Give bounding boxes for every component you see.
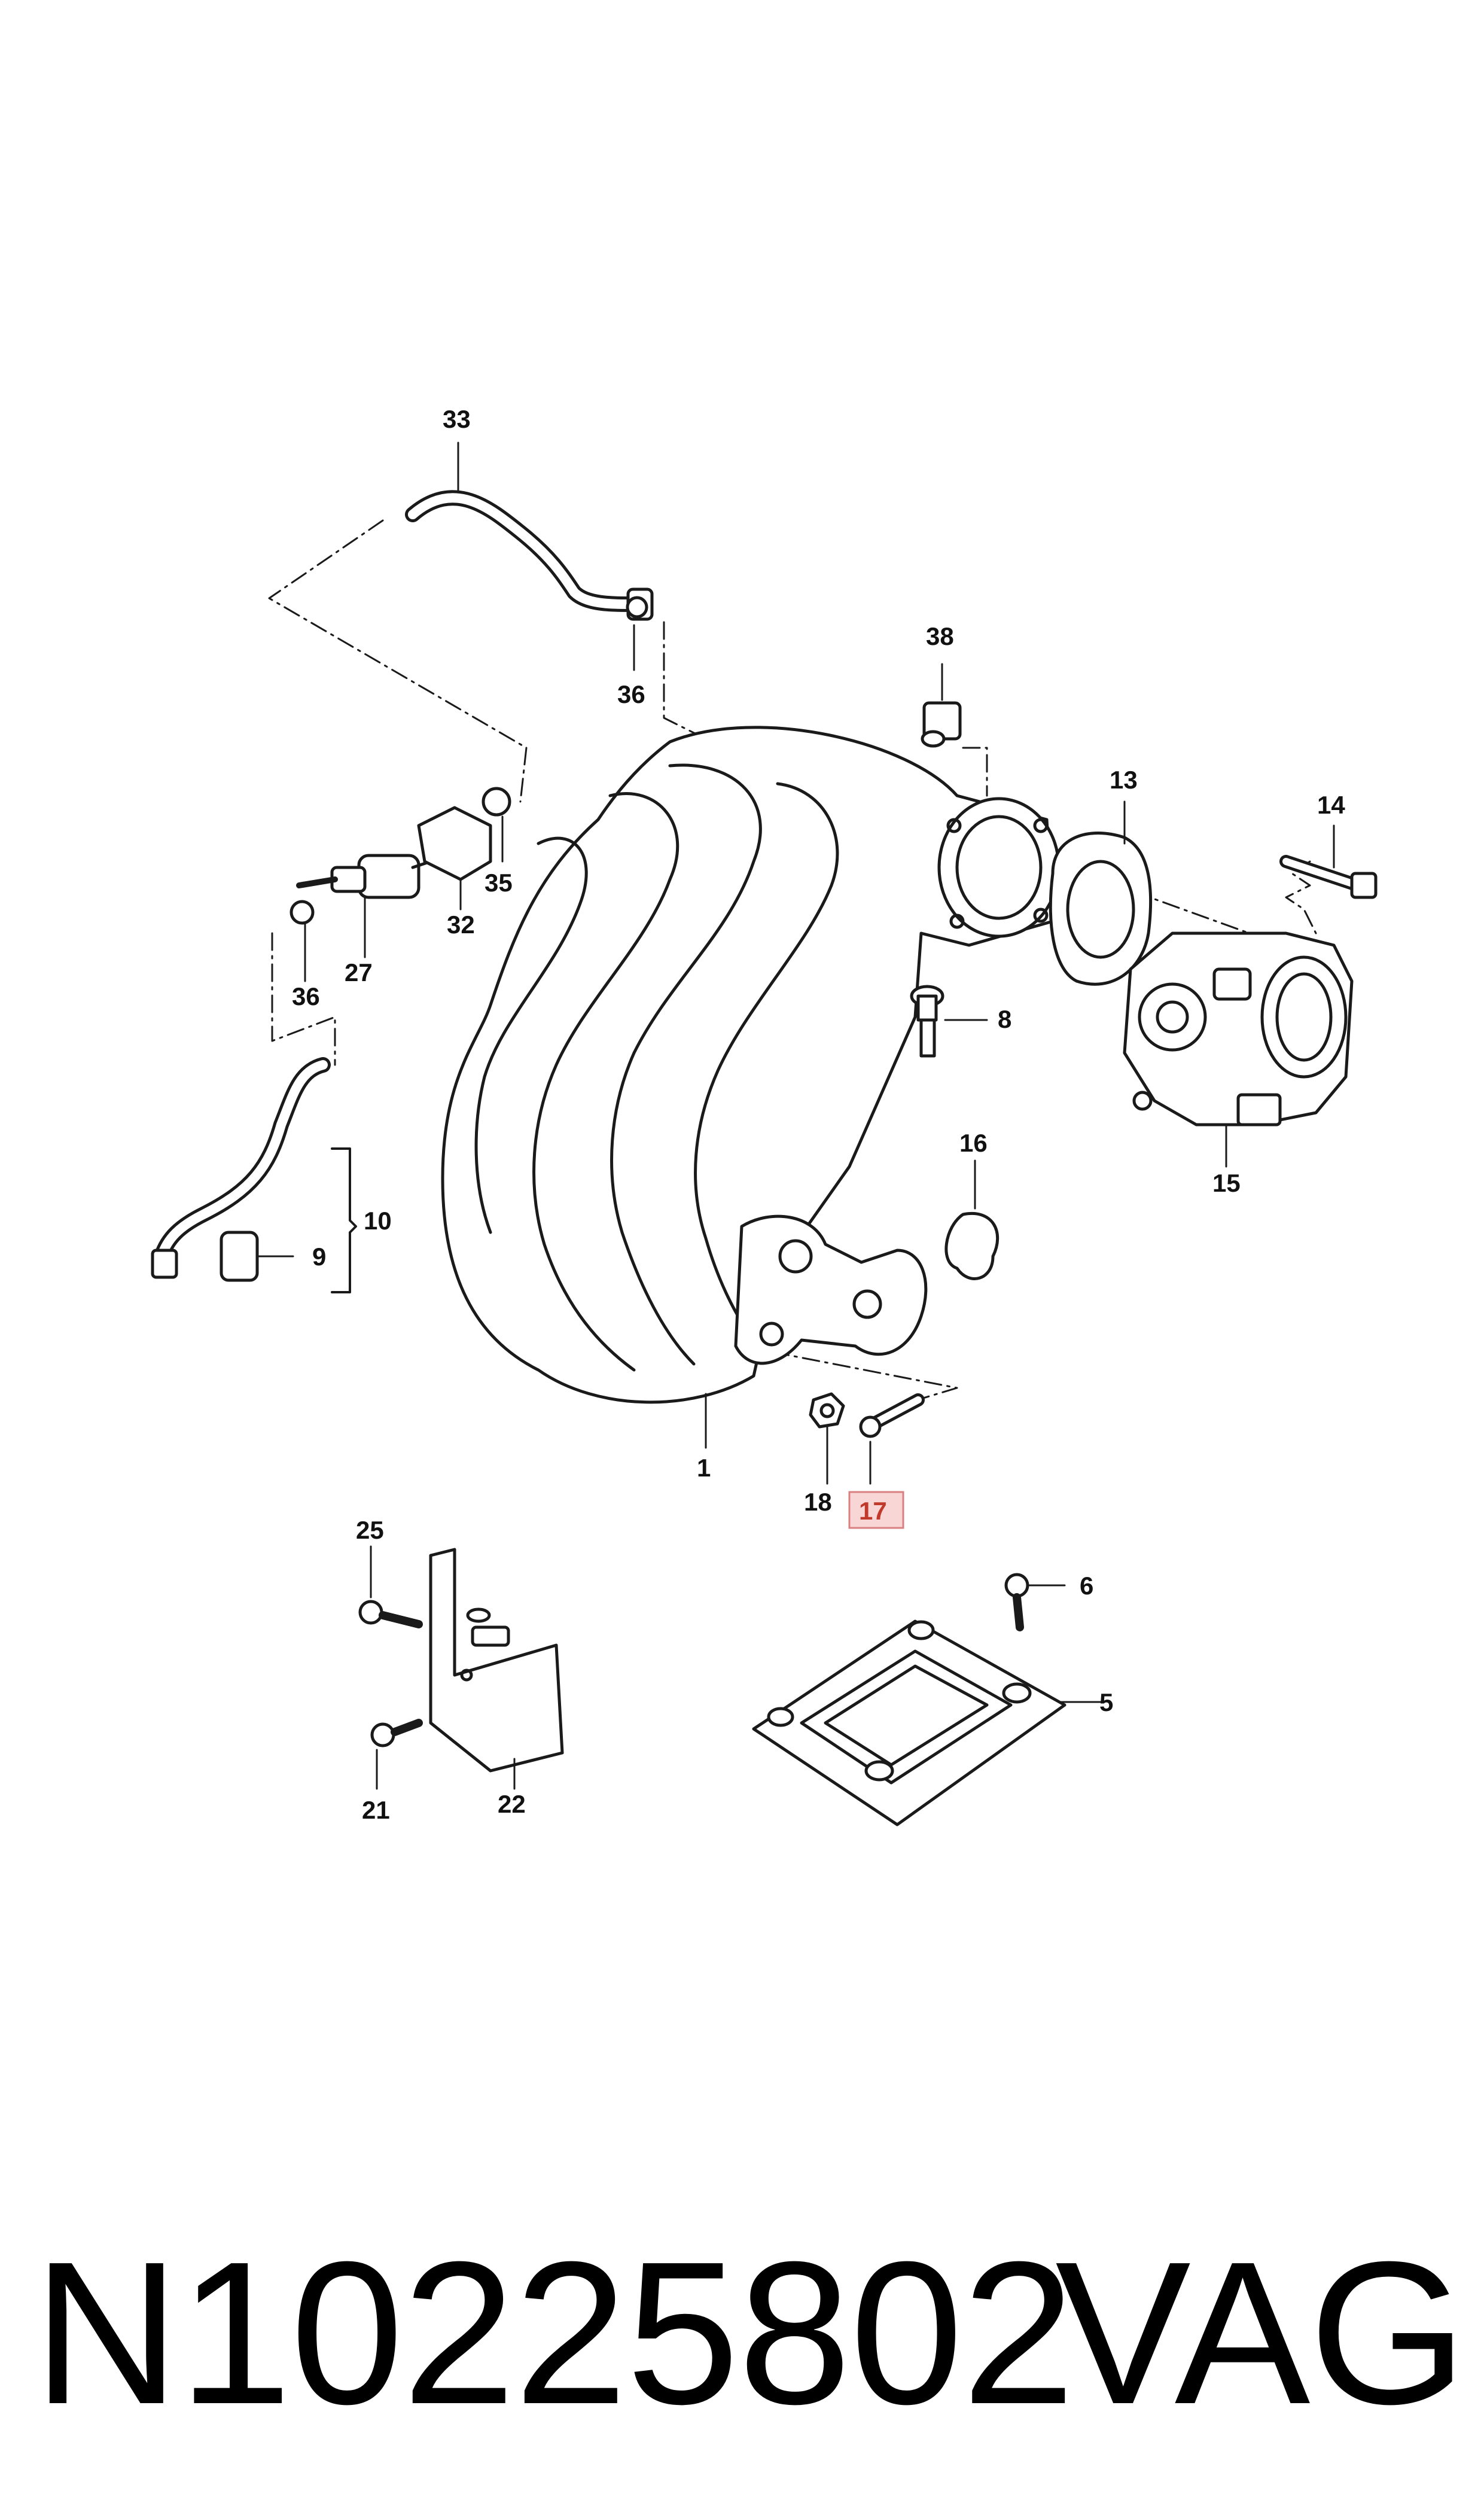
callout-27: 27 bbox=[345, 958, 373, 987]
throttle-body-15 bbox=[1123, 931, 1354, 1126]
hose-10 bbox=[151, 1057, 357, 1293]
callout-5: 5 bbox=[1099, 1688, 1113, 1716]
gasket-13 bbox=[1049, 832, 1153, 986]
callout-36: 36 bbox=[617, 680, 645, 708]
callout-1: 1 bbox=[697, 1454, 711, 1482]
callout-25: 25 bbox=[356, 1516, 384, 1544]
callout-35: 35 bbox=[484, 869, 513, 897]
callout-32: 32 bbox=[447, 911, 475, 939]
nut-18 bbox=[809, 1392, 845, 1429]
callout-6: 6 bbox=[1080, 1572, 1093, 1600]
bolt-17 bbox=[859, 1393, 925, 1438]
callout-33: 33 bbox=[443, 405, 471, 433]
callout-38: 38 bbox=[926, 622, 954, 650]
callout-21: 21 bbox=[362, 1796, 390, 1824]
valve-27 bbox=[296, 854, 432, 899]
callout-36-lower: 36 bbox=[292, 982, 320, 1010]
callout-labels: 33 36 38 13 14 35 32 27 36 8 15 16 10 9 … bbox=[292, 405, 1345, 1824]
plate-5 bbox=[752, 1619, 1102, 1826]
brand-name: VAG bbox=[1055, 2219, 1467, 2447]
callout-8: 8 bbox=[998, 1005, 1011, 1033]
callout-14: 14 bbox=[1317, 791, 1345, 819]
clip-36-upper bbox=[626, 596, 648, 619]
stud-8 bbox=[910, 985, 988, 1058]
bracket-22 bbox=[429, 1548, 564, 1773]
callout-18: 18 bbox=[804, 1488, 832, 1516]
bolt-25 bbox=[358, 1600, 423, 1628]
part-number: N10225802 bbox=[33, 2219, 1075, 2447]
intake-manifold-1 bbox=[441, 726, 1061, 1404]
clip-36-lower bbox=[290, 900, 315, 925]
callout-16: 16 bbox=[959, 1129, 988, 1157]
bolt-14 bbox=[1279, 855, 1378, 899]
highlight-box-17 bbox=[848, 1491, 904, 1529]
callout-15: 15 bbox=[1212, 1169, 1241, 1197]
leader-lines bbox=[304, 442, 1335, 1790]
bolt-6 bbox=[1004, 1573, 1066, 1631]
bolt-21 bbox=[370, 1719, 423, 1747]
callout-17: 17 bbox=[859, 1497, 887, 1525]
sleeve-32 bbox=[417, 806, 492, 881]
clip-35 bbox=[482, 787, 511, 817]
grommet-38 bbox=[921, 701, 962, 748]
callout-13: 13 bbox=[1110, 766, 1138, 794]
callout-10: 10 bbox=[364, 1207, 392, 1235]
callout-9: 9 bbox=[312, 1243, 326, 1271]
breather-hose-33 bbox=[405, 490, 654, 621]
callout-22: 22 bbox=[498, 1790, 526, 1818]
gasket-16 bbox=[944, 1212, 1000, 1280]
bracket-9 bbox=[220, 1231, 294, 1282]
